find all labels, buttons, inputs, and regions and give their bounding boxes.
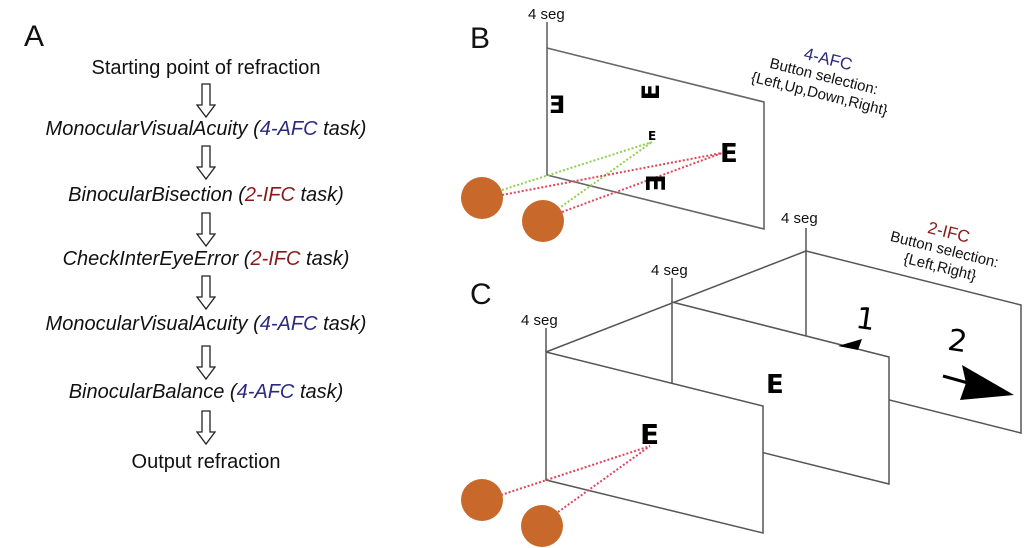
flow-step: BinocularBalance (4-AFC task) bbox=[68, 381, 344, 403]
duration-label: 4 seg bbox=[521, 312, 558, 329]
right-arrow-icon bbox=[942, 365, 1014, 400]
flow-arrow-icon bbox=[196, 145, 216, 181]
panel-b-screen bbox=[546, 22, 765, 231]
flow-arrow-icon bbox=[196, 83, 216, 119]
tumbling-e-right: E bbox=[720, 139, 738, 169]
flow-step: CheckInterEyeError (2-IFC task) bbox=[62, 248, 350, 270]
panel-a-label: A bbox=[24, 20, 45, 53]
sightline-red bbox=[557, 445, 651, 513]
panel-c-sightlines bbox=[500, 445, 651, 513]
screen-plane bbox=[546, 46, 765, 231]
duration-label: 4 seg bbox=[781, 210, 818, 227]
flow-start: Starting point of refraction bbox=[91, 57, 321, 79]
duration-label: 4 seg bbox=[651, 262, 688, 279]
duration-label: 4 seg bbox=[528, 6, 565, 23]
eye-right-icon bbox=[522, 200, 564, 242]
flow-end: Output refraction bbox=[131, 451, 281, 473]
flow-arrow-icon bbox=[196, 212, 216, 248]
left-arrow-icon bbox=[838, 339, 862, 350]
panel-c-label: C bbox=[470, 278, 492, 311]
tumbling-e-small: E bbox=[648, 129, 657, 143]
flow-arrow-icon bbox=[196, 275, 216, 311]
tumbling-e-left: E bbox=[549, 91, 566, 119]
task-type-badge: 4-AFC bbox=[236, 381, 295, 403]
flow-step: MonocularVisualAcuity (4-AFC task) bbox=[45, 313, 367, 335]
panel-b-sightlines bbox=[501, 141, 723, 213]
time-axis bbox=[545, 250, 807, 353]
task-type-badge: 4-AFC bbox=[259, 313, 318, 335]
eye-left-icon bbox=[461, 479, 503, 521]
task-type-badge: 2-IFC bbox=[250, 248, 301, 270]
flow-arrow-icon bbox=[196, 410, 216, 446]
eye-right-icon bbox=[521, 505, 563, 547]
tumbling-e-down: E bbox=[638, 174, 669, 192]
panel-b-label: B bbox=[470, 22, 491, 55]
tumbling-e-right: E bbox=[640, 418, 660, 451]
flow-step: BinocularBisection (2-IFC task) bbox=[68, 184, 344, 206]
task-type-badge: 2-IFC bbox=[244, 184, 295, 206]
panel-c-screens bbox=[545, 228, 1022, 534]
sightline-red bbox=[501, 152, 723, 196]
flow-step: MonocularVisualAcuity (4-AFC task) bbox=[45, 118, 367, 140]
tumbling-e-right: E bbox=[766, 370, 784, 400]
task-type-badge: 4-AFC bbox=[259, 118, 318, 140]
sightline-red bbox=[561, 152, 723, 213]
flow-arrow-icon bbox=[196, 345, 216, 381]
tumbling-e-up: E bbox=[637, 83, 666, 101]
screen-plane bbox=[545, 351, 764, 534]
eye-left-icon bbox=[461, 177, 503, 219]
